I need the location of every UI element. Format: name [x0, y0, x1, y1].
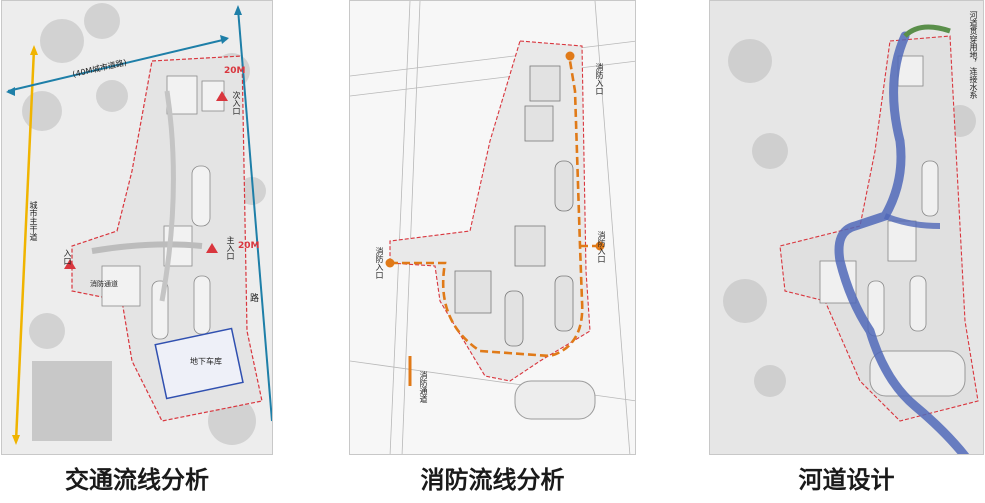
- east-entry-marker: [206, 243, 218, 253]
- main-road-label: 城市主干道: [29, 201, 38, 241]
- inner-path: [159, 90, 176, 302]
- buildings: [454, 65, 574, 347]
- east-entry-label: 主入口: [226, 236, 235, 260]
- river-bank-green: [903, 24, 951, 38]
- site-boundary: [779, 35, 979, 422]
- buildings: [819, 55, 939, 337]
- surrounding-context: [22, 3, 266, 445]
- east-road-line: [237, 8, 272, 422]
- north-road-arrow-east: [220, 35, 229, 44]
- west-entry-label: 入口: [63, 249, 72, 265]
- traffic-site-plan: [6, 3, 272, 445]
- fire-entry-label-north: 消防入口: [595, 63, 604, 95]
- fire-site-plan: [350, 1, 635, 454]
- fire-entry-label-west: 消防入口: [375, 247, 384, 279]
- inner-road: [91, 241, 203, 254]
- fire-entry-label-east: 消防入口: [597, 231, 606, 263]
- main-road-arrow-north: [30, 45, 38, 55]
- north-entry-label: 次入口: [232, 91, 241, 115]
- inner-road-label: 路: [250, 294, 260, 304]
- river-channel: [834, 31, 970, 454]
- main-road-arrow-south: [12, 435, 20, 445]
- fire-legend-label: 消防通道: [419, 371, 428, 403]
- underground-parking-area: [154, 327, 244, 400]
- river-note-label: 河道贯穿用地，连接水系: [969, 11, 978, 99]
- fire-analysis-caption: 消防流线分析: [420, 466, 565, 494]
- traffic-analysis-caption: 交通流线分析: [65, 466, 209, 494]
- river-design-panel: 河道贯穿用地，连接水系: [709, 0, 984, 455]
- river-site-plan: [723, 24, 979, 454]
- east-width-label: 20M: [238, 241, 260, 251]
- north-width-label: 20M: [224, 66, 246, 76]
- fire-analysis-panel: 消防入口 消防入口 消防入口 消防通道: [349, 0, 636, 455]
- fire-entry-east: [595, 241, 605, 251]
- north-entry-marker: [216, 91, 228, 101]
- traffic-analysis-panel: (40M城市道路) 20M 次入口 20M 主入口 入口 消防通道 地下车库 城…: [1, 0, 273, 455]
- neighboring-blocks: [32, 361, 112, 441]
- parking-label: 地下车库: [190, 357, 222, 366]
- fire-entry-west: [385, 258, 395, 268]
- sports-field: [514, 380, 596, 420]
- east-road-arrow-north: [234, 5, 242, 15]
- main-road-line: [14, 48, 36, 442]
- river-design-caption: 河道设计: [798, 466, 895, 494]
- fire-entry-north: [565, 51, 575, 61]
- north-road-arrow-west: [6, 87, 15, 96]
- river-branch: [883, 213, 941, 229]
- road-grid: [350, 1, 635, 454]
- west-entry-marker: [64, 259, 76, 269]
- fire-route-label: 消防通道: [90, 280, 118, 288]
- north-road-line: [7, 38, 228, 92]
- surrounding-context: [723, 39, 976, 397]
